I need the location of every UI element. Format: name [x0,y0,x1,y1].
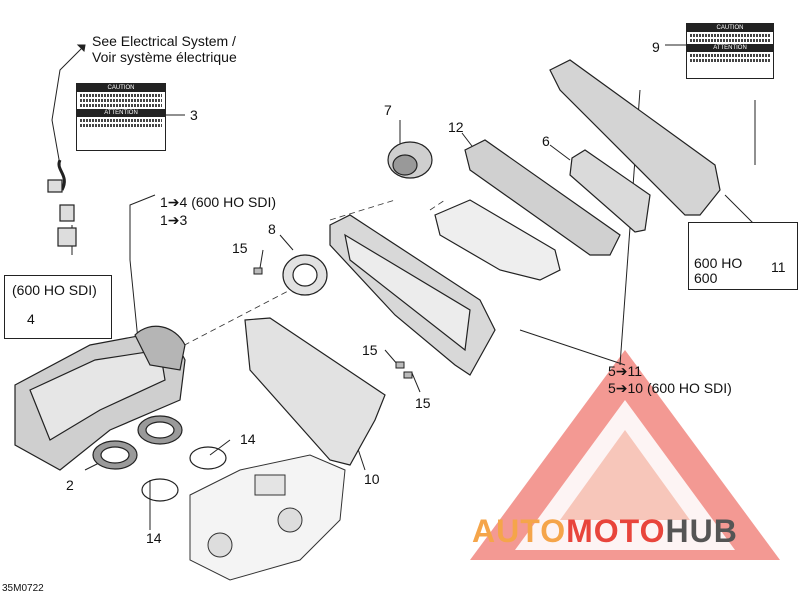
reference-code: 35M0722 [2,583,44,594]
ratio-note-b-line2: 5➔10 (600 HO SDI) [608,380,732,396]
caution-label-line [80,104,162,107]
filter-element-part-12 [464,139,621,256]
engine-block [189,454,346,581]
callout-12: 12 [448,119,464,135]
callout-14-lower: 14 [146,530,162,546]
callout-10: 10 [364,471,380,487]
callout-7: 7 [384,102,392,118]
callout-9: 9 [652,39,660,55]
screws-part-15 [253,267,413,379]
cap-part-7 [387,141,433,179]
watermark-part-moto: MOTO [566,513,666,549]
grommet-part-8 [282,254,328,296]
caution-label-line [690,39,770,42]
wiring-harness [47,159,77,247]
ratio-note-b-line1: 5➔11 [608,363,643,379]
callout-4: 4 [27,311,35,327]
caution-label-line [80,94,162,97]
filter-pad-part-6 [569,149,651,233]
callout-15-middle: 15 [362,342,378,358]
see-electrical-system-note-fr: Voir système électrique [92,49,237,65]
callout-6: 6 [542,133,550,149]
filter-tray [434,199,561,281]
foam-part-10 [244,317,386,466]
watermark-part-hub: HUB [665,513,738,549]
caution-label-line [80,99,162,102]
caution-label-line [690,59,770,62]
airbox-lid-part-9 [549,59,721,216]
airbox-cover-part [329,214,496,376]
caution-label-line [690,34,770,37]
clamps-part-14 [141,446,227,502]
caution-label-line [80,124,162,127]
attention-label-header: ATTENTION [687,44,773,52]
variant-box-600-ho-sdi [4,275,112,339]
callout-14-upper: 14 [240,431,256,447]
intake-sleeves-part-2 [92,415,183,470]
caution-label-line [690,54,770,57]
see-electrical-system-note: See Electrical System / [92,33,236,49]
callout-3: 3 [190,107,198,123]
caution-label-header: CAUTION [687,24,773,32]
variant-label-600-ho: 600 HO [694,255,743,271]
callout-2: 2 [66,477,74,493]
ratio-note-a-line2: 1➔3 [160,212,188,228]
assembly-dash-lines [174,199,446,351]
lower-airbox-part-1 [14,325,186,471]
caution-label-header: CAUTION [77,84,165,92]
watermark-part-auto: AUTO [472,513,567,549]
caution-label-part-3: CAUTION ATTENTION [76,83,166,151]
callout-11: 11 [771,259,786,275]
variant-label-600-ho-sdi: (600 HO SDI) [12,282,97,298]
watermark-logo-graphic [470,350,780,560]
callout-15-lower: 15 [415,395,431,411]
caution-label-part-9: CAUTION ATTENTION [686,23,774,79]
caution-label-line [80,119,162,122]
watermark-text: AUTOMOTOHUB [472,515,738,555]
variant-box-600-ho [688,222,798,290]
callout-15-left: 15 [232,240,248,256]
variant-label-600: 600 [694,270,718,286]
callout-8: 8 [268,221,276,237]
attention-label-header: ATTENTION [77,109,165,117]
ratio-note-a-line1: 1➔4 (600 HO SDI) [160,194,276,210]
